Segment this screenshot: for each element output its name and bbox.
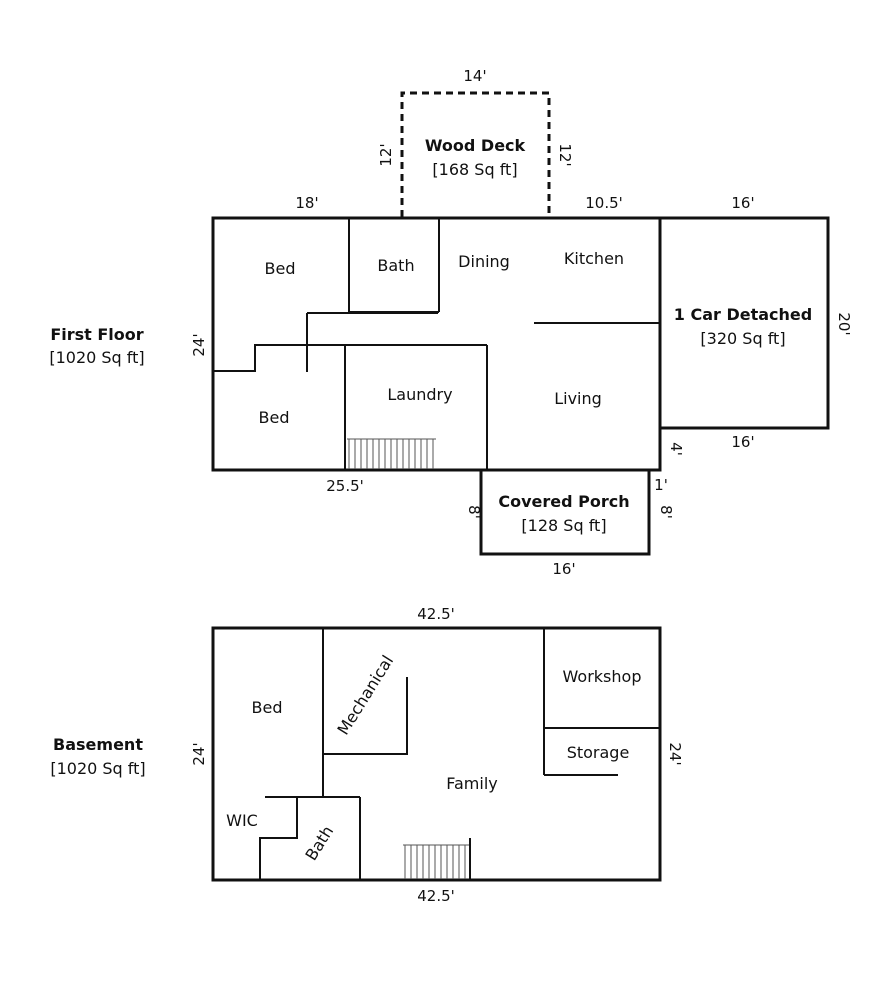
covered-porch-dim-bottom: 16'	[552, 560, 575, 578]
wood-deck: Wood Deck [168 Sq ft] 14' 12' 12'	[377, 67, 574, 217]
room-label-family: Family	[446, 774, 497, 793]
covered-porch-dim-right: 8'	[657, 505, 675, 519]
room-label-workshop: Workshop	[563, 667, 642, 686]
basement-outline	[211, 626, 662, 882]
room-label-bed: Bed	[252, 698, 283, 717]
covered-porch-outline	[479, 470, 651, 556]
room-label-dining: Dining	[458, 252, 510, 271]
basement-dim-right: 24'	[666, 742, 684, 765]
dim-top-right: 10.5'	[585, 194, 623, 212]
basement-area: [1020 Sq ft]	[50, 759, 145, 778]
stairs	[403, 838, 471, 880]
covered-porch-dim-offset: 1'	[654, 476, 668, 494]
room-label-wic: WIC	[226, 811, 258, 830]
wood-deck-dim-left: 12'	[377, 143, 395, 166]
room-label-bed: Bed	[265, 259, 296, 278]
dim-left: 24'	[190, 333, 208, 356]
basement-dim-left: 24'	[190, 742, 208, 765]
wall	[213, 344, 487, 372]
first-floor-area: [1020 Sq ft]	[49, 348, 144, 367]
wood-deck-dim-right: 12'	[556, 143, 574, 166]
room-label-mechanical: Mechanical	[333, 652, 397, 738]
wood-deck-outline	[400, 91, 551, 217]
garage-dim-right: 20'	[835, 312, 853, 335]
garage-dim-bottom: 16'	[731, 433, 754, 451]
garage: 1 Car Detached [320 Sq ft] 16' 20' 16' 4…	[658, 194, 853, 456]
wall	[323, 677, 408, 755]
room-label-bed: Bed	[259, 408, 290, 427]
first-floor-title: First Floor	[50, 325, 143, 344]
covered-porch-area: [128 Sq ft]	[521, 516, 606, 535]
dim-top-left: 18'	[295, 194, 318, 212]
dim-bottom: 25.5'	[326, 477, 364, 495]
first-floor: Bed Bath Dining Kitchen Bed Laundry Livi…	[49, 194, 662, 495]
garage-title: 1 Car Detached	[674, 305, 812, 324]
wood-deck-dim-top: 14'	[463, 67, 486, 85]
garage-dim-gap: 4'	[667, 442, 685, 456]
stairs	[347, 438, 436, 469]
room-label-kitchen: Kitchen	[564, 249, 624, 268]
covered-porch-title: Covered Porch	[498, 492, 629, 511]
room-label-laundry: Laundry	[387, 385, 452, 404]
room-label-storage: Storage	[567, 743, 630, 762]
room-label-living: Living	[554, 389, 602, 408]
room-label-bath: Bath	[377, 256, 414, 275]
wood-deck-title: Wood Deck	[425, 136, 526, 155]
basement-dim-top: 42.5'	[417, 605, 455, 623]
basement-dim-bottom: 42.5'	[417, 887, 455, 905]
covered-porch-dim-left: 8'	[465, 505, 483, 519]
wood-deck-area: [168 Sq ft]	[432, 160, 517, 179]
garage-dim-top: 16'	[731, 194, 754, 212]
covered-porch: Covered Porch [128 Sq ft] 8' 8' 1' 16'	[465, 470, 675, 578]
wall	[259, 797, 298, 880]
room-label-bath: Bath	[301, 822, 337, 864]
basement-title: Basement	[53, 735, 143, 754]
garage-outline	[658, 216, 830, 430]
basement: Bed Mechanical Workshop Storage Family W…	[50, 605, 684, 905]
garage-area: [320 Sq ft]	[700, 329, 785, 348]
